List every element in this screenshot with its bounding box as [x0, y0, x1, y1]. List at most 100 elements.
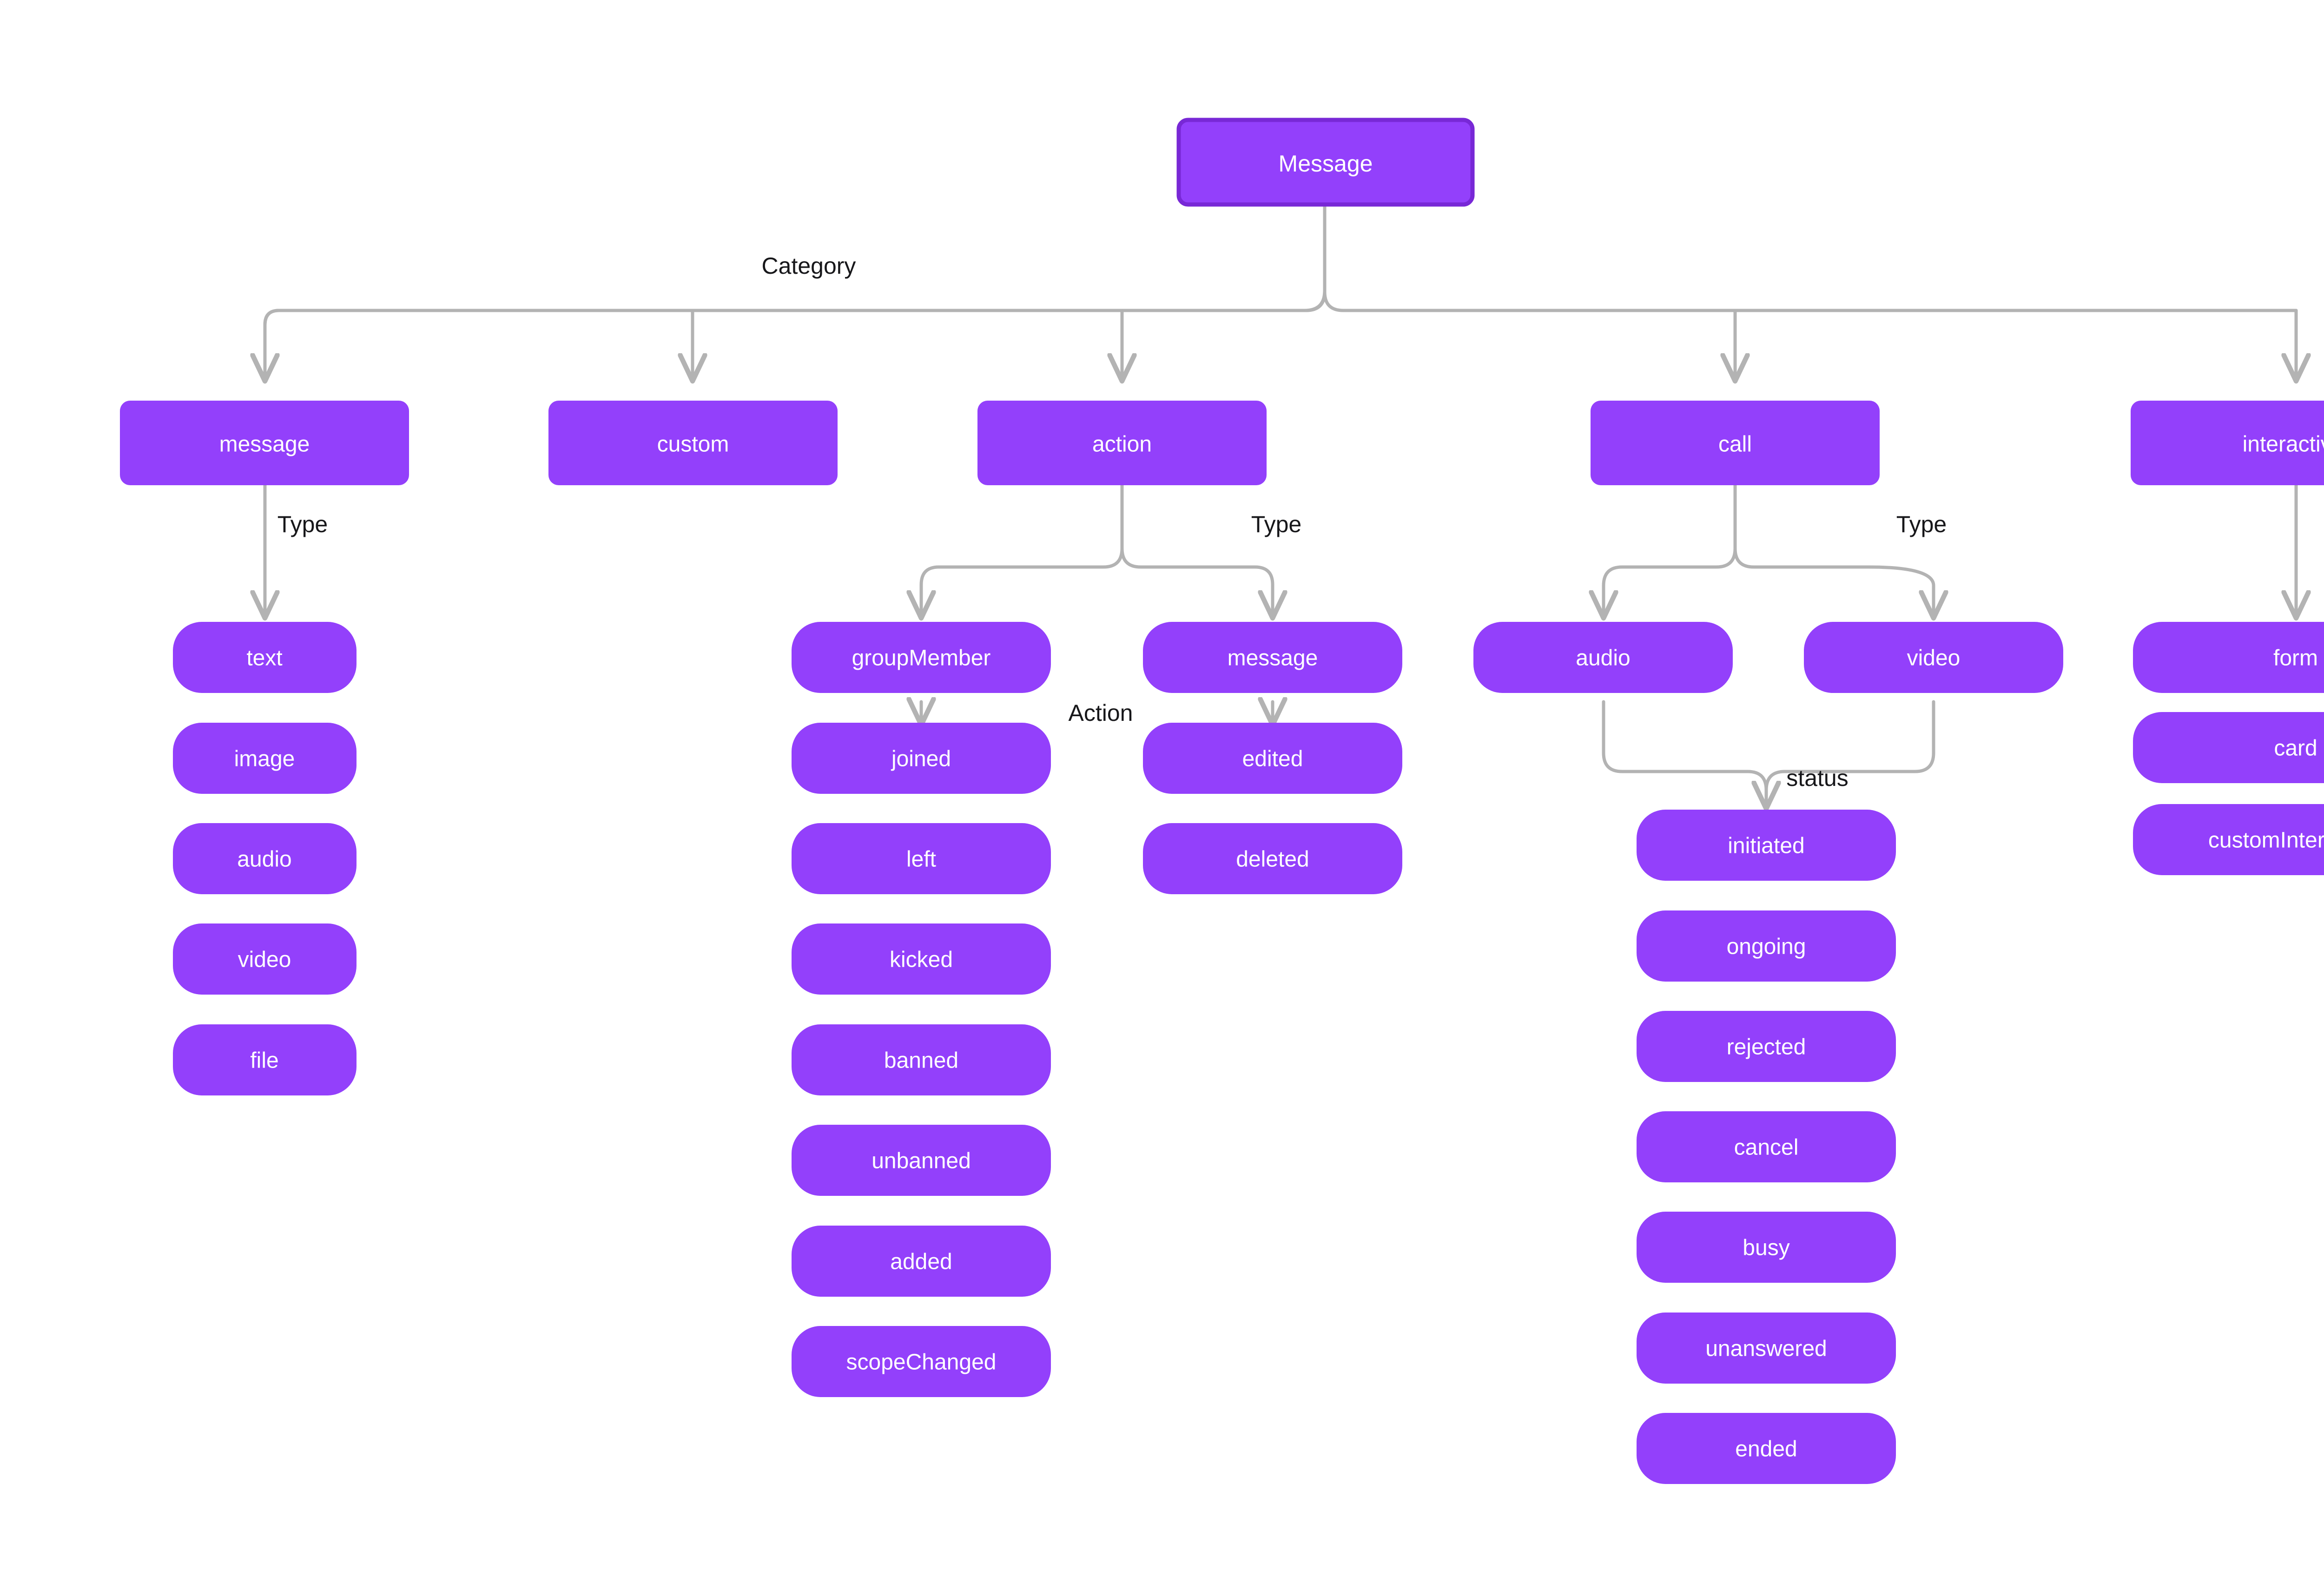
node-category-call-shape[interactable] — [1591, 401, 1880, 485]
node-message-action-deleted-shape[interactable] — [1143, 823, 1402, 894]
node-interactive-type-custominteractive-shape[interactable] — [2133, 804, 2324, 875]
node-groupmember-action-joined[interactable]: joined — [792, 723, 1051, 794]
edge-label-category: Category — [762, 253, 856, 279]
node-category-call[interactable]: call — [1591, 401, 1880, 485]
node-groupmember-action-banned[interactable]: banned — [792, 1024, 1051, 1095]
node-category-interactive-shape[interactable] — [2131, 401, 2324, 485]
node-call-type-audio-shape[interactable] — [1473, 622, 1733, 693]
node-groupmember-action-joined-label: joined — [891, 747, 951, 772]
node-interactive-type-card-shape[interactable] — [2133, 712, 2324, 783]
node-action-type-groupmember[interactable]: groupMember — [792, 622, 1051, 693]
node-category-message[interactable]: message — [120, 401, 409, 485]
node-call-status-cancel-shape[interactable] — [1637, 1111, 1896, 1182]
node-groupmember-action-left-shape[interactable] — [792, 823, 1051, 894]
node-category-action-shape[interactable] — [977, 401, 1267, 485]
node-message-action-edited-shape[interactable] — [1143, 723, 1402, 794]
node-interactive-type-card[interactable]: card — [2133, 712, 2324, 783]
node-action-type-message[interactable]: message — [1143, 622, 1402, 693]
edge-action-to-message — [1120, 547, 1273, 618]
node-groupmember-action-joined-shape[interactable] — [792, 723, 1051, 794]
node-category-message-shape[interactable] — [120, 401, 409, 485]
node-call-status-initiated[interactable]: initiated — [1637, 810, 1896, 881]
node-groupmember-action-left[interactable]: left — [792, 823, 1051, 894]
node-interactive-type-custominteractive[interactable]: customInteractive — [2133, 804, 2324, 875]
node-groupmember-action-kicked[interactable]: kicked — [792, 923, 1051, 995]
node-call-status-unanswered[interactable]: unanswered — [1637, 1313, 1896, 1384]
node-groupmember-action-unbanned-shape[interactable] — [792, 1125, 1051, 1196]
node-interactive-type-form-label: form — [2273, 646, 2318, 671]
node-call-status-initiated-label: initiated — [1728, 834, 1804, 858]
edge-video-to-status — [1766, 700, 1935, 809]
node-message-type-video[interactable]: video — [173, 923, 357, 995]
node-interactive-type-card-label: card — [2274, 736, 2317, 761]
node-interactive-type-custominteractive-label: customInteractive — [2208, 828, 2324, 853]
edge-call-to-video — [1733, 547, 1934, 618]
node-message-type-text-shape[interactable] — [173, 622, 357, 693]
node-category-custom-shape[interactable] — [548, 401, 838, 485]
node-message-type-audio-shape[interactable] — [173, 823, 357, 894]
node-message-type-image-label: image — [234, 747, 295, 772]
node-call-status-rejected[interactable]: rejected — [1637, 1011, 1896, 1082]
node-call-status-unanswered-shape[interactable] — [1637, 1313, 1896, 1384]
edge-root-trunk — [265, 203, 1327, 381]
node-message-action-deleted[interactable]: deleted — [1143, 823, 1402, 894]
node-call-status-ongoing-shape[interactable] — [1637, 910, 1896, 982]
node-interactive-type-form[interactable]: form — [2133, 622, 2324, 693]
node-message-type-file[interactable]: file — [173, 1024, 357, 1095]
node-message-type-video-shape[interactable] — [173, 923, 357, 995]
node-interactive-type-form-shape[interactable] — [2133, 622, 2324, 693]
node-message-type-text[interactable]: text — [173, 622, 357, 693]
node-root-message-label: Message — [1279, 151, 1373, 177]
edge-bus-left — [277, 290, 1327, 312]
node-category-call-label: call — [1718, 432, 1752, 457]
node-category-custom-label: custom — [657, 432, 729, 457]
edge-drop-custom — [693, 309, 708, 381]
node-call-status-cancel-label: cancel — [1734, 1135, 1799, 1160]
node-message-type-file-shape[interactable] — [173, 1024, 357, 1095]
node-groupmember-action-scopechanged-label: scopeChanged — [846, 1350, 997, 1375]
node-groupmember-action-added[interactable]: added — [792, 1226, 1051, 1297]
node-root-message[interactable]: Message — [1176, 118, 1475, 207]
node-call-status-rejected-shape[interactable] — [1637, 1011, 1896, 1082]
node-call-status-ended-shape[interactable] — [1637, 1413, 1896, 1484]
node-call-status-cancel[interactable]: cancel — [1637, 1111, 1896, 1182]
node-category-action-label: action — [1092, 432, 1152, 457]
node-call-status-busy-shape[interactable] — [1637, 1212, 1896, 1283]
edge-label-action: Action — [1069, 700, 1133, 726]
node-message-type-audio-label: audio — [237, 847, 291, 872]
node-root-message-shape[interactable] — [1176, 118, 1475, 207]
node-call-status-ended[interactable]: ended — [1637, 1413, 1896, 1484]
node-message-action-deleted-label: deleted — [1236, 847, 1309, 872]
edge-action-to-groupmember — [921, 547, 1124, 618]
node-groupmember-action-added-shape[interactable] — [792, 1226, 1051, 1297]
node-call-type-audio-label: audio — [1576, 646, 1630, 671]
node-category-action[interactable]: action — [977, 401, 1267, 485]
node-groupmember-action-kicked-shape[interactable] — [792, 923, 1051, 995]
node-category-interactive[interactable]: interactive — [2131, 401, 2324, 485]
node-category-custom[interactable]: custom — [548, 401, 838, 485]
node-groupmember-action-unbanned[interactable]: unbanned — [792, 1125, 1051, 1196]
node-call-status-initiated-shape[interactable] — [1637, 810, 1896, 881]
node-message-type-audio[interactable]: audio — [173, 823, 357, 894]
node-call-type-video-shape[interactable] — [1804, 622, 2063, 693]
edge-audio-to-status — [1602, 700, 1766, 809]
node-message-type-image-shape[interactable] — [173, 723, 357, 794]
edge-layer — [265, 203, 2296, 809]
node-action-type-message-label: message — [1228, 646, 1318, 671]
node-groupmember-action-scopechanged[interactable]: scopeChanged — [792, 1326, 1051, 1397]
node-action-type-groupmember-shape[interactable] — [792, 622, 1051, 693]
edge-label-status: status — [1786, 765, 1848, 791]
node-action-type-message-shape[interactable] — [1143, 622, 1402, 693]
node-groupmember-action-banned-shape[interactable] — [792, 1024, 1051, 1095]
node-call-type-video-label: video — [1907, 646, 1961, 671]
node-call-type-video[interactable]: video — [1804, 622, 2063, 693]
node-call-status-ongoing[interactable]: ongoing — [1637, 910, 1896, 982]
node-message-type-image[interactable]: image — [173, 723, 357, 794]
node-call-type-audio[interactable]: audio — [1473, 622, 1733, 693]
node-message-action-edited[interactable]: edited — [1143, 723, 1402, 794]
node-action-type-groupmember-label: groupMember — [852, 646, 991, 671]
node-groupmember-action-scopechanged-shape[interactable] — [792, 1326, 1051, 1397]
node-call-status-busy[interactable]: busy — [1637, 1212, 1896, 1283]
node-category-message-label: message — [219, 432, 310, 457]
